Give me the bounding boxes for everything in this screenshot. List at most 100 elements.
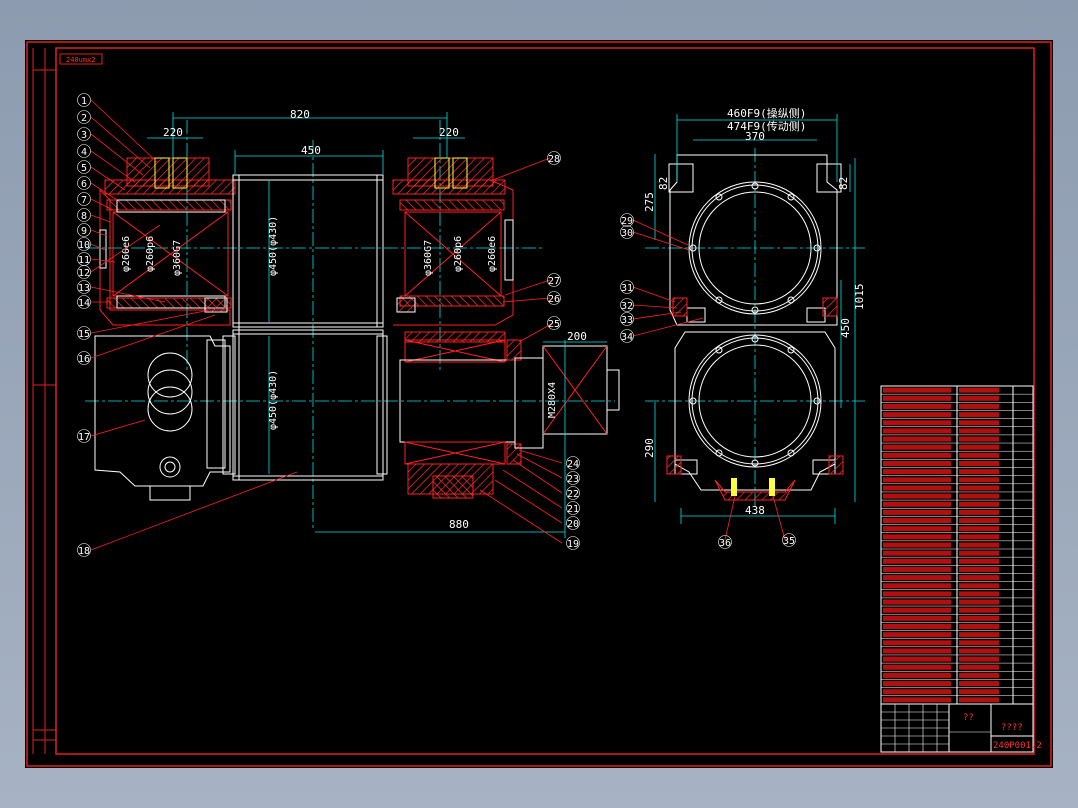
balloon-24: 24 [567, 459, 579, 470]
dimension-lines [147, 112, 607, 538]
balloon-circle-31 [620, 280, 634, 294]
balloon-circle-32 [620, 298, 634, 312]
balloon-circle-22 [566, 486, 580, 500]
balloon-circle-28 [547, 151, 561, 165]
dim-phi450-lower: φ450(φ430) [268, 370, 279, 430]
balloon-23: 23 [567, 474, 579, 485]
right-view: 460F9(操纵侧) 474F9(传动侧) 370 82 82 275 1015… [632, 106, 866, 541]
balloon-circle-2 [77, 110, 91, 124]
balloon-21: 21 [567, 504, 579, 515]
balloon-circle-10 [77, 237, 91, 251]
drawing-frame [26, 41, 1052, 767]
balloon-17: 17 [78, 432, 90, 443]
balloon-13: 13 [78, 283, 90, 294]
leader-lines [90, 99, 563, 551]
roll-barrels [222, 174, 388, 481]
balloon-circle-1 [77, 93, 91, 107]
dim-450-side: 450 [839, 318, 852, 338]
balloon-7: 7 [81, 195, 87, 206]
balloon-circle-35 [782, 533, 796, 547]
lower-drive-bearing [399, 331, 620, 499]
dim-474f9: 474F9(传动侧) [727, 120, 806, 133]
left-bearing-housing [99, 157, 236, 326]
drawing-number: 240P001.2 [993, 741, 1042, 751]
dim-200: 200 [567, 330, 587, 343]
balloon-circle-7 [77, 192, 91, 206]
dim-phi260e6-left: φ260e6 [121, 236, 132, 272]
balloon-circle-13 [77, 280, 91, 294]
balloon-34: 34 [621, 332, 633, 343]
balloon-26: 26 [548, 294, 560, 305]
balloon-circle-25 [547, 316, 561, 330]
balloon-circle-5 [77, 160, 91, 174]
cad-drawing-canvas[interactable]: 240umx2 [25, 40, 1053, 768]
balloon-circle-14 [77, 295, 91, 309]
balloon-30: 30 [621, 228, 633, 239]
balloon-5: 5 [81, 163, 87, 174]
balloon-circle-27 [547, 273, 561, 287]
balloon-20: 20 [567, 519, 579, 530]
dim-phi360g7-right: φ360G7 [423, 240, 434, 276]
dim-1015: 1015 [853, 284, 866, 311]
balloon-12: 12 [78, 268, 90, 279]
balloon-32: 32 [621, 301, 633, 312]
dim-phi260p6-right: φ260p6 [453, 236, 464, 272]
balloon-circle-4 [77, 144, 91, 158]
balloon-circle-29 [620, 213, 634, 227]
balloon-18: 18 [78, 546, 90, 557]
balloon-35: 35 [783, 536, 795, 547]
dim-450-top: 450 [301, 144, 321, 157]
balloon-15: 15 [78, 329, 90, 340]
dim-m280x4: M280X4 [547, 382, 558, 418]
balloon-circle-20 [566, 516, 580, 530]
balloon-circle-30 [620, 225, 634, 239]
balloon-circle-24 [566, 456, 580, 470]
balloon-circle-19 [566, 536, 580, 550]
balloon-circle-16 [77, 351, 91, 365]
balloon-2: 2 [81, 113, 87, 124]
dim-82-right: 82 [837, 177, 850, 190]
dim-290: 290 [643, 438, 656, 458]
balloon-circle-34 [620, 329, 634, 343]
balloon-circle-33 [620, 312, 634, 326]
dim-phi260e6-right: φ260e6 [487, 236, 498, 272]
balloon-circle-15 [77, 326, 91, 340]
balloon-circle-12 [77, 265, 91, 279]
dim-phi450-upper: φ450(φ430) [268, 216, 279, 276]
balloon-circle-6 [77, 176, 91, 190]
balloon-29: 29 [621, 216, 633, 227]
dim-460f9: 460F9(操纵侧) [727, 106, 806, 120]
balloon-8: 8 [81, 211, 87, 222]
balloon-layer: 1234567891011121314151617181920212223242… [77, 93, 796, 557]
dim-820: 820 [290, 108, 310, 121]
balloon-33: 33 [621, 315, 633, 326]
balloon-circle-18 [77, 543, 91, 557]
title-block [880, 703, 1034, 753]
balloon-16: 16 [78, 354, 90, 365]
balloon-circle-9 [77, 223, 91, 237]
balloon-circle-3 [77, 127, 91, 141]
balloon-3: 3 [81, 130, 87, 141]
balloon-9: 9 [81, 226, 87, 237]
dim-370: 370 [745, 130, 765, 143]
balloon-28: 28 [548, 154, 560, 165]
balloon-1: 1 [81, 96, 87, 107]
right-bearing-housing [392, 157, 514, 326]
balloon-11: 11 [78, 255, 90, 266]
drawing-svg: 240umx2 [26, 41, 1052, 767]
balloon-36: 36 [719, 538, 731, 549]
corner-tag: 240umx2 [66, 56, 96, 64]
dim-220-right: 220 [439, 126, 459, 139]
balloon-circle-8 [77, 208, 91, 222]
balloon-circle-36 [718, 535, 732, 549]
dim-220-left: 220 [163, 126, 183, 139]
balloon-circle-17 [77, 429, 91, 443]
balloon-27: 27 [548, 276, 560, 287]
balloon-25: 25 [548, 319, 560, 330]
gear-box [94, 335, 231, 501]
parts-list [880, 385, 1034, 705]
balloon-22: 22 [567, 489, 579, 500]
balloon-14: 14 [78, 298, 90, 309]
balloon-10: 10 [78, 240, 90, 251]
dim-880: 880 [449, 518, 469, 531]
